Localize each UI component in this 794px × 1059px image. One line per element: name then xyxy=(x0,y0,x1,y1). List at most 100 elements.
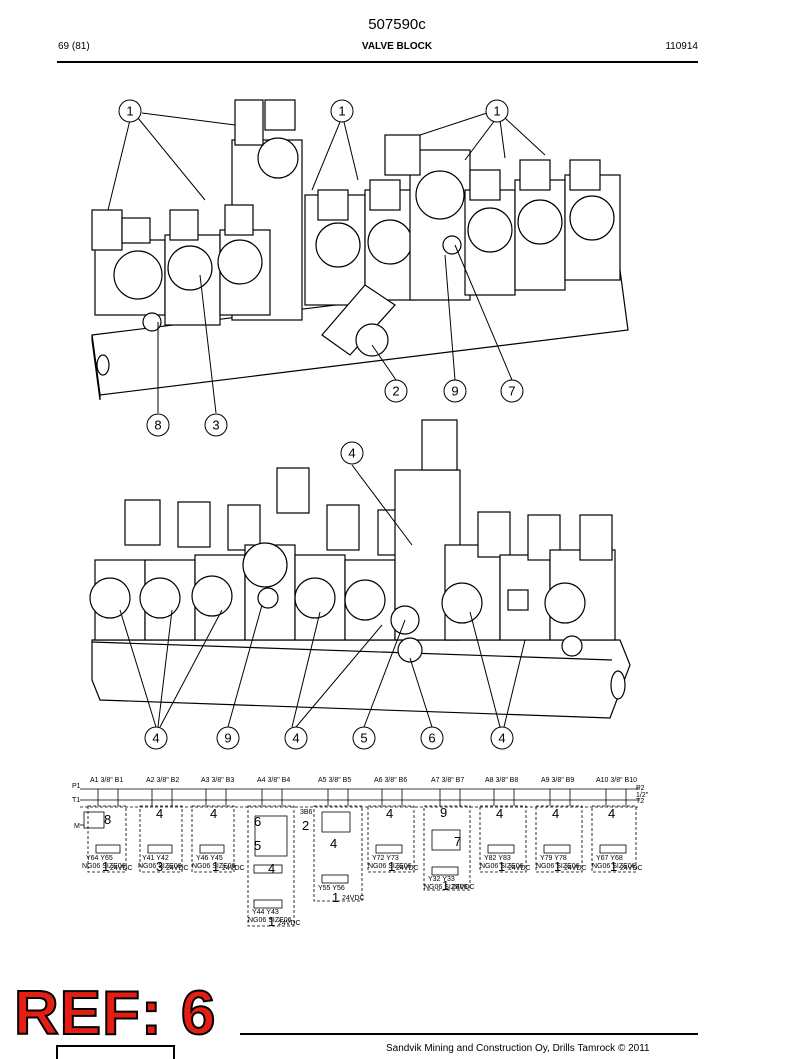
svg-text:24VDC: 24VDC xyxy=(278,920,301,927)
svg-text:Y41 Y42: Y41 Y42 xyxy=(142,855,169,862)
svg-text:A2 3/8" B2: A2 3/8" B2 xyxy=(146,777,179,784)
document-date: 110914 xyxy=(665,41,698,52)
top-callouts: 1 1 1 2 9 7 8 3 xyxy=(118,99,524,437)
page-title: VALVE BLOCK xyxy=(361,41,433,52)
svg-text:1: 1 xyxy=(102,859,109,874)
callout-7: 7 xyxy=(500,379,524,403)
svg-text:1: 1 xyxy=(498,859,505,874)
svg-text:9: 9 xyxy=(224,731,231,746)
svg-text:24VDC: 24VDC xyxy=(508,865,531,872)
footer-rule xyxy=(240,1033,698,1035)
top-leader-lines xyxy=(107,111,546,414)
top-valve-block-illustration xyxy=(91,99,629,401)
svg-text:A3 3/8" B3: A3 3/8" B3 xyxy=(201,777,234,784)
svg-text:A10 3/8" B10: A10 3/8" B10 xyxy=(596,777,637,784)
callout-4b: 4 xyxy=(284,726,308,750)
svg-text:2: 2 xyxy=(392,384,399,399)
svg-text:1: 1 xyxy=(493,104,500,119)
bottom-callouts: 4 4 9 4 5 6 4 xyxy=(144,441,514,750)
svg-text:M: M xyxy=(74,823,80,830)
svg-text:4: 4 xyxy=(152,731,159,746)
svg-text:24VDC: 24VDC xyxy=(110,865,133,872)
svg-text:8: 8 xyxy=(104,812,111,827)
svg-text:9: 9 xyxy=(451,384,458,399)
svg-text:NG06 SIZE06: NG06 SIZE06 xyxy=(138,863,182,870)
svg-text:Y67 Y68: Y67 Y68 xyxy=(596,855,623,862)
schematic-labels: P1 T1 P2 1/2" T2 A1 3/8" B1 A2 3/8" B2 A… xyxy=(72,777,649,929)
svg-text:4: 4 xyxy=(498,731,505,746)
svg-text:NG06 SIZE06: NG06 SIZE06 xyxy=(480,863,524,870)
callout-6: 6 xyxy=(420,726,444,750)
svg-text:5: 5 xyxy=(360,731,367,746)
svg-text:A1 3/8" B1: A1 3/8" B1 xyxy=(90,777,123,784)
svg-text:1: 1 xyxy=(610,859,617,874)
svg-text:5: 5 xyxy=(254,838,261,853)
svg-text:8: 8 xyxy=(154,418,161,433)
callout-4c: 4 xyxy=(490,726,514,750)
svg-text:1: 1 xyxy=(554,859,561,874)
hydraulic-schematic xyxy=(80,788,640,927)
callout-5: 5 xyxy=(352,726,376,750)
svg-text:24VDC: 24VDC xyxy=(452,884,475,891)
svg-text:A8 3/8" B8: A8 3/8" B8 xyxy=(485,777,518,784)
svg-text:T1: T1 xyxy=(72,797,80,804)
svg-text:4: 4 xyxy=(608,806,615,821)
svg-text:A5 3/8" B5: A5 3/8" B5 xyxy=(318,777,351,784)
svg-text:7: 7 xyxy=(508,384,515,399)
svg-text:Y79 Y78: Y79 Y78 xyxy=(540,855,567,862)
svg-text:1: 1 xyxy=(388,859,395,874)
svg-text:NG06 SIZE06: NG06 SIZE06 xyxy=(424,884,468,891)
svg-text:24VDC: 24VDC xyxy=(564,865,587,872)
svg-text:Y55 Y56: Y55 Y56 xyxy=(318,885,345,892)
svg-text:NG06 SIZE06: NG06 SIZE06 xyxy=(368,863,412,870)
svg-text:P1: P1 xyxy=(72,783,81,790)
svg-text:24VDC: 24VDC xyxy=(342,895,365,902)
callout-9-top: 9 xyxy=(443,379,467,403)
svg-text:Y44 Y43: Y44 Y43 xyxy=(252,909,279,916)
svg-text:4: 4 xyxy=(552,806,559,821)
svg-text:7: 7 xyxy=(454,834,461,849)
svg-text:3: 3 xyxy=(212,418,219,433)
svg-text:4: 4 xyxy=(348,446,355,461)
svg-text:Y46 Y45: Y46 Y45 xyxy=(196,855,223,862)
svg-text:1/2": 1/2" xyxy=(636,792,649,799)
callout-1a: 1 xyxy=(118,99,142,123)
svg-text:NG06 SIZE06: NG06 SIZE06 xyxy=(592,863,636,870)
svg-text:24VDC: 24VDC xyxy=(222,865,245,872)
svg-text:P2: P2 xyxy=(636,785,645,792)
svg-text:24VDC: 24VDC xyxy=(396,865,419,872)
page-number: 69 (81) xyxy=(58,41,90,52)
svg-text:A6 3/8" B6: A6 3/8" B6 xyxy=(374,777,407,784)
callout-1b: 1 xyxy=(330,99,354,123)
svg-text:3B6: 3B6 xyxy=(300,809,313,816)
svg-text:24VDC: 24VDC xyxy=(166,865,189,872)
svg-text:4: 4 xyxy=(292,731,299,746)
svg-text:3: 3 xyxy=(156,859,163,874)
svg-text:T2: T2 xyxy=(636,798,644,805)
svg-text:1: 1 xyxy=(212,859,219,874)
svg-text:9: 9 xyxy=(440,805,447,820)
svg-text:6: 6 xyxy=(428,731,435,746)
svg-text:Y82 Y83: Y82 Y83 xyxy=(484,855,511,862)
svg-text:NG06 SIZE06: NG06 SIZE06 xyxy=(192,863,236,870)
svg-text:Y64 Y65: Y64 Y65 xyxy=(86,855,113,862)
svg-text:1: 1 xyxy=(268,914,275,929)
reference-stamp: REF: 6 xyxy=(13,979,217,1048)
svg-text:Y72 Y73: Y72 Y73 xyxy=(372,855,399,862)
svg-text:24VDC: 24VDC xyxy=(620,865,643,872)
svg-text:4: 4 xyxy=(386,806,393,821)
svg-text:A4 3/8" B4: A4 3/8" B4 xyxy=(257,777,290,784)
svg-text:Y32 Y33: Y32 Y33 xyxy=(428,876,455,883)
callout-9-bottom: 9 xyxy=(216,726,240,750)
sandvik-logo-icon xyxy=(56,1045,175,1059)
svg-text:4: 4 xyxy=(210,806,217,821)
svg-text:1: 1 xyxy=(442,878,449,893)
bottom-leader-lines xyxy=(119,464,526,728)
svg-text:4: 4 xyxy=(268,861,275,876)
callout-4a: 4 xyxy=(144,726,168,750)
callout-1c: 1 xyxy=(485,99,509,123)
svg-text:2: 2 xyxy=(302,818,309,833)
svg-text:4: 4 xyxy=(330,836,337,851)
callout-8: 8 xyxy=(146,413,170,437)
svg-text:1: 1 xyxy=(332,890,339,905)
